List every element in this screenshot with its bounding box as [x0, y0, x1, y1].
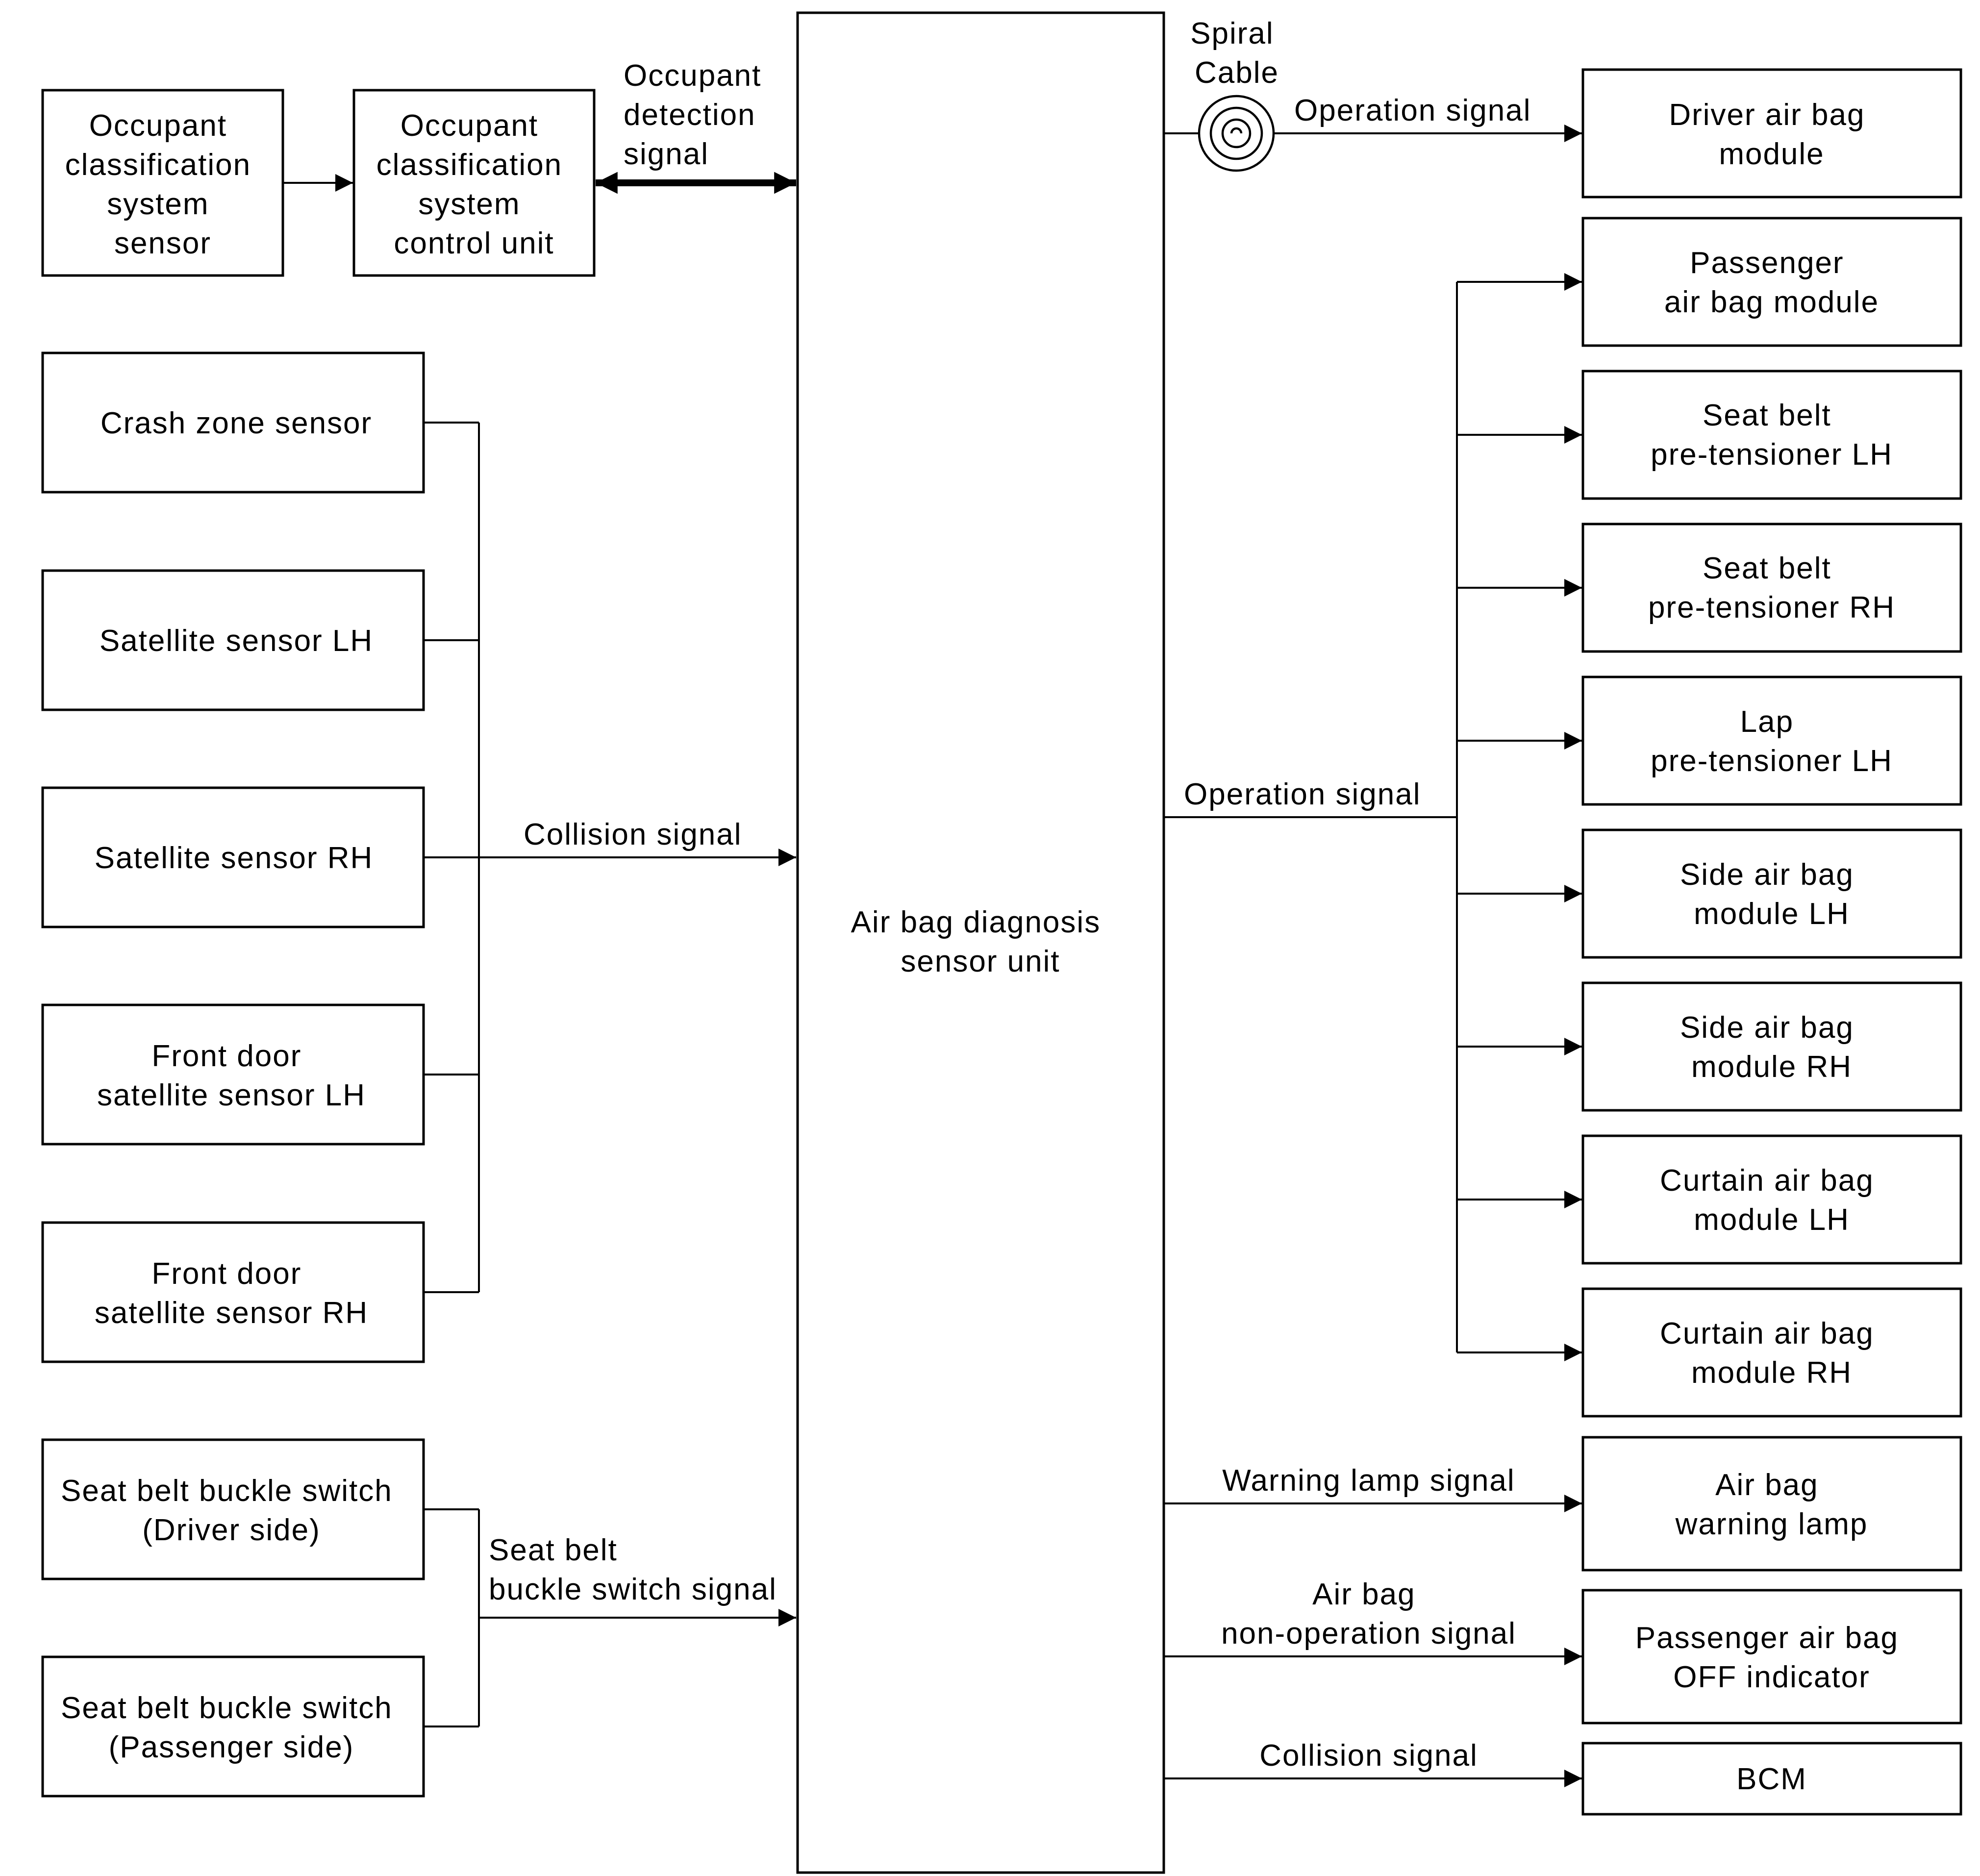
side-air-bag-module-rh-box: Side air bag module RH: [1581, 981, 1962, 1112]
air-bag-diagnosis-sensor-unit: Air bag diagnosis sensor unit: [796, 11, 1165, 1874]
operation-signal-driver-label: Operation signal: [1294, 94, 1531, 127]
air-bag-warning-lamp-box: Air bag warning lamp: [1581, 1436, 1962, 1572]
seat-belt-buckle-switch-signal-label: Seat belt buckle switch signal: [489, 1533, 777, 1606]
spiral-cable-icon: [1198, 95, 1275, 172]
seat-belt-buckle-switch-driver-box: Seat belt buckle switch (Driver side): [41, 1438, 425, 1580]
air-bag-warning-lamp-label: Air bag warning lamp: [1675, 1468, 1868, 1541]
driver-air-bag-module-box: Driver air bag module: [1581, 68, 1962, 199]
air-bag-non-operation-signal-label: Air bag non-operation signal: [1221, 1577, 1516, 1651]
seat-belt-pretensioner-rh-label: Seat belt pre-tensioner RH: [1648, 551, 1895, 625]
seat-belt-pretensioner-lh-box: Seat belt pre-tensioner LH: [1581, 370, 1962, 500]
seat-belt-buckle-switch-passenger-label: Seat belt buckle switch (Passenger side): [61, 1691, 402, 1764]
side-air-bag-module-lh-box: Side air bag module LH: [1581, 828, 1962, 959]
occupant-classification-control-unit-label: Occupant classification system control u…: [376, 109, 572, 260]
satellite-sensor-rh-box: Satellite sensor RH: [41, 786, 425, 928]
operation-signal-bus-label: Operation signal: [1184, 777, 1421, 811]
collision-signal-input-label: Collision signal: [524, 818, 742, 851]
bcm-box: BCM: [1581, 1742, 1962, 1816]
side-air-bag-module-rh-label: Side air bag module RH: [1680, 1011, 1863, 1084]
passenger-air-bag-off-indicator-label: Passenger air bag OFF indicator: [1635, 1621, 1908, 1694]
passenger-air-bag-module-label: Passenger air bag module: [1664, 246, 1879, 319]
seat-belt-buckle-bus: [424, 1508, 480, 1727]
occupant-classification-sensor-label: Occupant classification system sensor: [65, 109, 261, 260]
front-door-satellite-sensor-lh-label: Front door satellite sensor LH: [97, 1039, 366, 1112]
occupant-classification-sensor-box: Occupant classification system sensor: [41, 89, 284, 277]
crash-zone-sensor-label: Crash zone sensor: [100, 406, 372, 440]
occupant-detection-signal-label: Occupant detection signal: [624, 59, 771, 171]
lap-pretensioner-lh-label: Lap pre-tensioner LH: [1651, 705, 1893, 778]
satellite-sensor-lh-box: Satellite sensor LH: [41, 569, 425, 711]
curtain-air-bag-module-rh-box: Curtain air bag module RH: [1581, 1287, 1962, 1418]
operation-signal-bus: [1164, 273, 1582, 1361]
curtain-air-bag-module-rh-label: Curtain air bag module RH: [1660, 1317, 1883, 1390]
center-unit-label: Air bag diagnosis sensor unit: [851, 905, 1110, 978]
satellite-sensor-lh-label: Satellite sensor LH: [100, 624, 373, 658]
occupant-classification-control-unit-box: Occupant classification system control u…: [352, 89, 596, 277]
satellite-sensor-rh-label: Satellite sensor RH: [95, 841, 374, 875]
front-door-satellite-sensor-rh-label: Front door satellite sensor RH: [95, 1257, 368, 1330]
curtain-air-bag-module-lh-box: Curtain air bag module LH: [1581, 1134, 1962, 1265]
collision-signal-output-label: Collision signal: [1259, 1739, 1478, 1773]
seat-belt-pretensioner-rh-box: Seat belt pre-tensioner RH: [1581, 523, 1962, 653]
spiral-cable-label: Spiral Cable: [1190, 17, 1283, 90]
driver-air-bag-module-label: Driver air bag module: [1669, 98, 1874, 171]
warning-lamp-signal-label: Warning lamp signal: [1222, 1464, 1515, 1498]
seat-belt-pretensioner-lh-label: Seat belt pre-tensioner LH: [1651, 399, 1893, 472]
front-door-satellite-sensor-rh-box: Front door satellite sensor RH: [41, 1221, 425, 1363]
seat-belt-buckle-switch-passenger-box: Seat belt buckle switch (Passenger side): [41, 1655, 425, 1798]
crash-zone-sensor-box: Crash zone sensor: [41, 351, 425, 494]
front-door-satellite-sensor-lh-box: Front door satellite sensor LH: [41, 1003, 425, 1146]
bcm-label: BCM: [1736, 1762, 1807, 1796]
lap-pretensioner-lh-box: Lap pre-tensioner LH: [1581, 675, 1962, 806]
passenger-air-bag-module-box: Passenger air bag module: [1581, 217, 1962, 347]
passenger-air-bag-off-indicator-box: Passenger air bag OFF indicator: [1581, 1589, 1962, 1725]
side-air-bag-module-lh-label: Side air bag module LH: [1680, 858, 1863, 931]
curtain-air-bag-module-lh-label: Curtain air bag module LH: [1660, 1164, 1883, 1237]
seat-belt-buckle-switch-driver-label: Seat belt buckle switch (Driver side): [61, 1474, 402, 1547]
